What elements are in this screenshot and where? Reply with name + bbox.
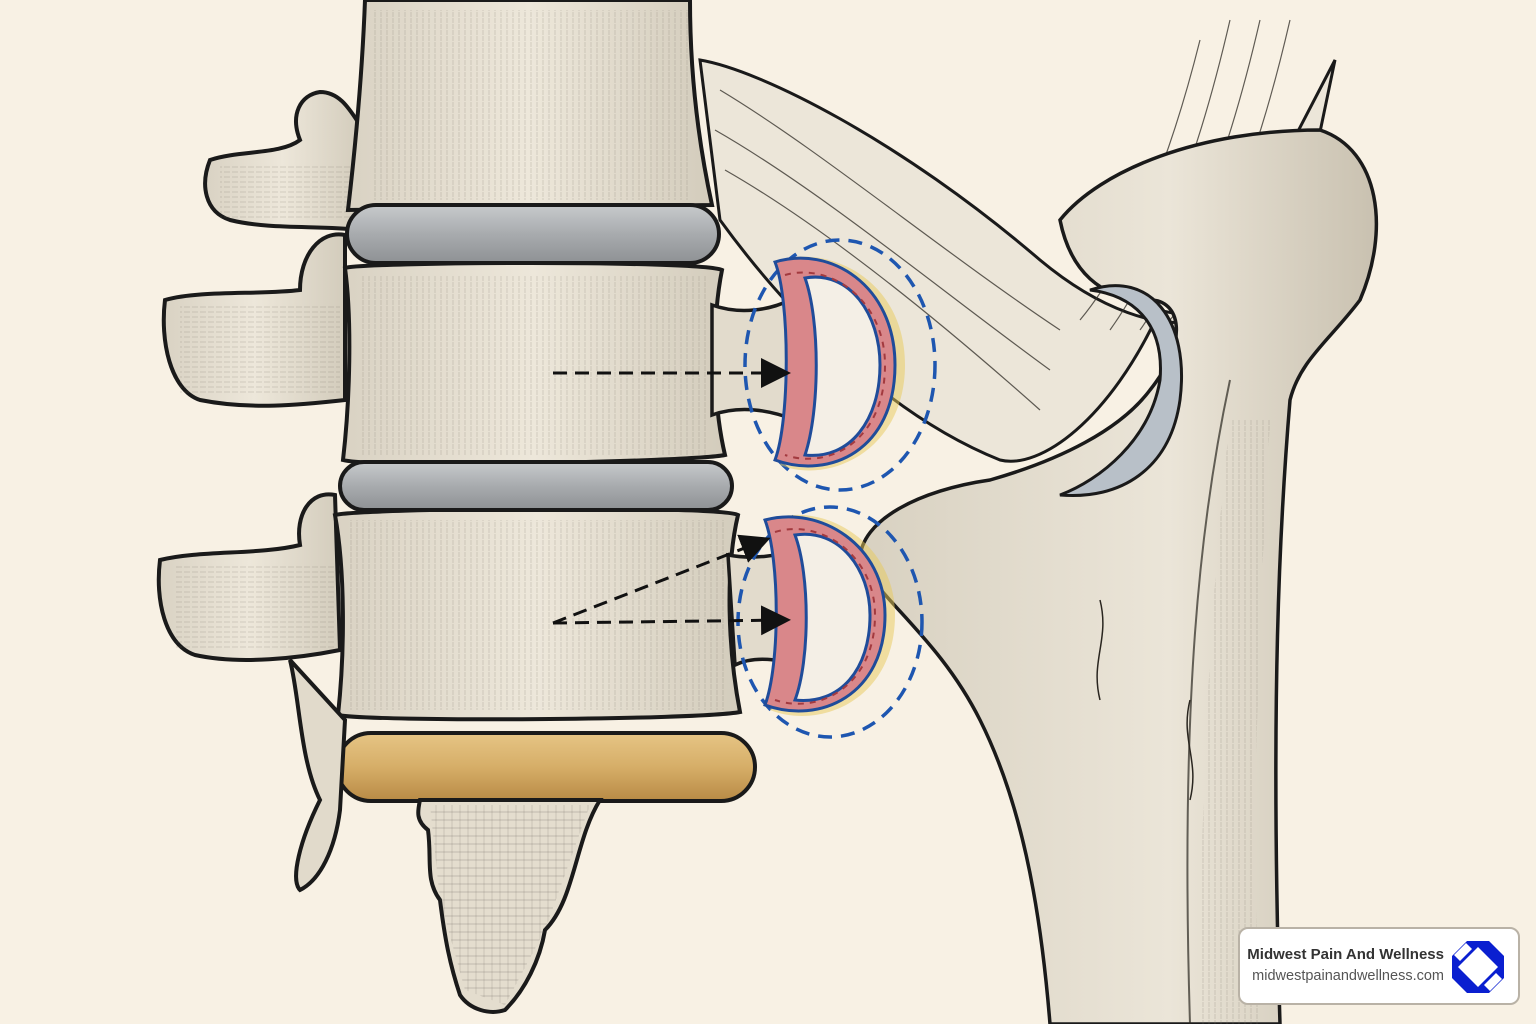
brand-title: Midwest Pain And Wellness (1247, 946, 1444, 963)
brand-text: Midwest Pain And Wellness midwestpainand… (1247, 945, 1444, 987)
intervertebral-discs (335, 203, 757, 803)
facet-joint-upper (743, 238, 937, 492)
vertebral-bodies (332, 0, 743, 722)
facet-joint-lower (736, 505, 924, 739)
brand-badge[interactable]: Midwest Pain And Wellness midwestpainand… (1238, 927, 1520, 1005)
brand-url[interactable]: midwestpainandwellness.com (1252, 968, 1444, 984)
femur-ilium (858, 128, 1379, 1024)
ligament-ring (1059, 284, 1183, 498)
force-arrows (552, 358, 791, 636)
brand-logo-icon (1452, 941, 1504, 993)
